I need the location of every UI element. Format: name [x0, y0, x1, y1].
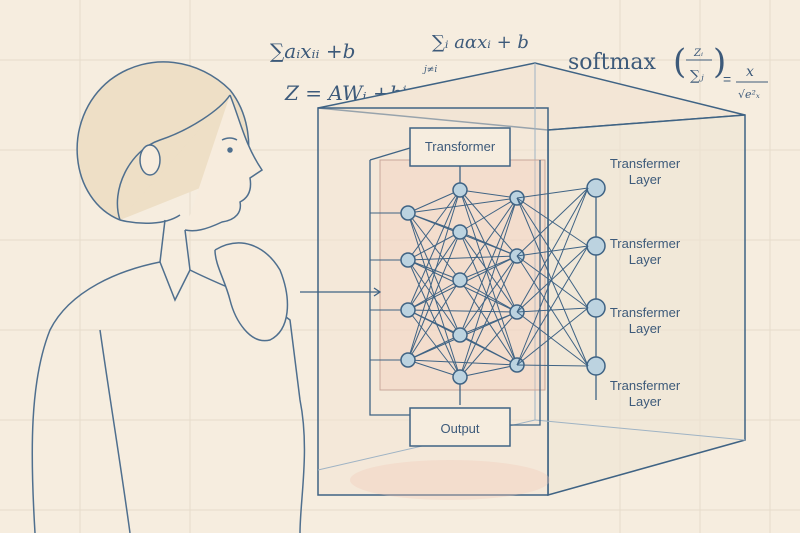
softmax-denominator: ∑ⱼ — [690, 68, 704, 84]
network-edge — [407, 231, 461, 261]
network-edge — [407, 259, 461, 281]
network-edge — [407, 255, 518, 261]
network-edge — [459, 279, 518, 366]
softmax-rhs-numerator: x — [746, 64, 754, 80]
layer-edge — [516, 307, 589, 366]
network-edge — [459, 189, 518, 366]
network-edge — [407, 197, 518, 214]
equals-sign: = — [723, 71, 731, 87]
layer-edge — [516, 311, 589, 367]
network-node — [452, 272, 468, 288]
network-edge — [407, 231, 461, 311]
network-edge — [459, 197, 518, 281]
layer-edge — [516, 187, 589, 199]
output-box-label: Output — [440, 421, 479, 436]
output-box[interactable]: Output — [409, 407, 511, 447]
equations: ∑aᵢxᵢᵢ +b ∑ᵢ aαxᵢ + b j≠i Z = AWᵢ +bⁱ so… — [270, 32, 768, 105]
network-edge — [459, 189, 518, 313]
network-edges — [370, 189, 518, 378]
network-node — [400, 252, 416, 268]
layer-edge — [516, 245, 589, 313]
layer-node — [586, 356, 606, 376]
network-node — [452, 369, 468, 385]
network-node — [452, 327, 468, 343]
network-edge — [459, 189, 518, 257]
network-edge — [407, 189, 461, 361]
network-node — [400, 302, 416, 318]
paren-right: ) — [713, 42, 726, 82]
network-node — [400, 205, 416, 221]
network-edge — [407, 189, 461, 261]
layer-edge — [516, 364, 589, 367]
glass-box — [317, 62, 746, 500]
network-edge — [459, 255, 518, 378]
equation-sum-linear: ∑aᵢxᵢᵢ +b — [270, 39, 355, 63]
network-edge — [459, 189, 518, 199]
network-edge — [459, 364, 518, 378]
network-edge — [459, 197, 518, 336]
network-edge — [459, 231, 518, 313]
network-edge — [459, 311, 518, 378]
equation-sum-indexed: ∑ᵢ aαxᵢ + b — [432, 32, 529, 53]
equation-sum-subscript: j≠i — [422, 65, 437, 75]
network-node — [452, 182, 468, 198]
layer-edge — [516, 307, 589, 313]
layer-node — [586, 236, 606, 256]
layer-node — [586, 178, 606, 198]
network-edge — [407, 259, 461, 378]
network-node — [452, 224, 468, 240]
softmax-numerator: Zᵢ — [693, 48, 703, 59]
layer-edge — [516, 187, 589, 313]
woman-figure — [31, 61, 306, 533]
softmax-rhs-denominator: √e²ₓ — [738, 88, 760, 101]
network-node — [400, 352, 416, 368]
equation-softmax: softmax — [568, 50, 656, 75]
network-edge — [407, 359, 461, 378]
network-edge — [407, 231, 461, 361]
network-edge — [459, 255, 518, 336]
paren-left: ( — [673, 42, 686, 82]
layer-connections — [516, 187, 589, 367]
network-edge — [459, 197, 518, 233]
layer-node — [586, 298, 606, 318]
layer-edge — [516, 197, 589, 309]
layer-edge — [516, 197, 589, 247]
layer-edge — [516, 245, 589, 257]
network-edge — [407, 359, 518, 366]
layer-edge — [516, 245, 589, 366]
layer-edge — [516, 255, 589, 367]
network-edge — [407, 309, 518, 313]
transformer-box-label: Transformer — [425, 139, 496, 154]
network-edge — [407, 309, 461, 378]
network-edge — [459, 255, 518, 281]
layer-edge — [516, 187, 589, 366]
network-edge — [459, 197, 518, 378]
transformer-box[interactable]: Transformer — [409, 127, 511, 167]
layer-edge — [516, 197, 589, 367]
network-edge — [407, 189, 461, 214]
network-edge — [407, 279, 461, 361]
network-edge — [407, 189, 461, 311]
